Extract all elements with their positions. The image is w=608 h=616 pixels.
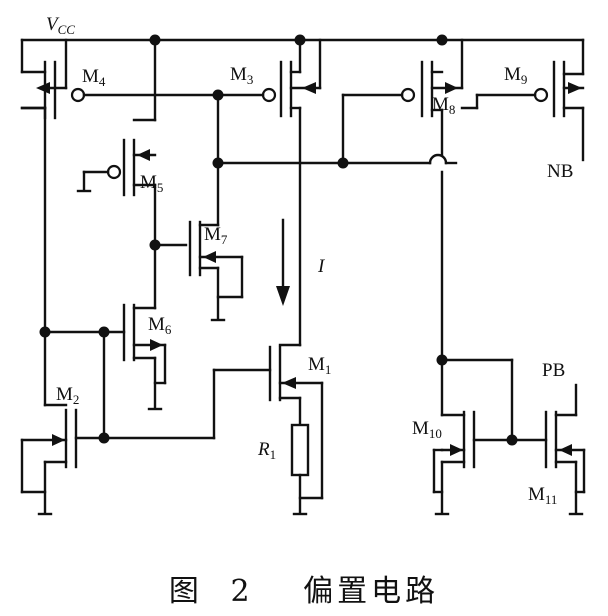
vcc-label: VCC <box>46 14 75 37</box>
transistor-m10 <box>432 410 548 516</box>
transistor-m7 <box>153 93 244 322</box>
m7-to-m8-wire <box>216 153 458 165</box>
caption-number: 2 <box>230 574 254 609</box>
figure-caption: 图 2 偏置电路 <box>0 566 608 610</box>
transistor-m6 <box>43 243 167 411</box>
m4-label: M4 <box>82 66 106 89</box>
left-column-wire <box>20 106 47 407</box>
junction-dots <box>39 34 518 446</box>
m9-label: M9 <box>504 64 527 87</box>
transistor-m2 <box>20 330 106 516</box>
transistor-m3 <box>261 38 322 118</box>
transistor-m8 <box>400 38 464 118</box>
transistor-m11 <box>544 383 586 516</box>
m1-label: M1 <box>308 354 331 377</box>
m11-label: M11 <box>528 484 557 507</box>
caption-prefix: 图 <box>168 574 203 609</box>
bias-circuit-schematic: VCC M4 M3 M8 <box>20 14 586 516</box>
transistor-m5 <box>76 38 157 247</box>
current-label: I <box>317 256 326 277</box>
m10-label: M10 <box>412 418 442 441</box>
m2-to-m1-gate-wire <box>102 368 272 440</box>
m2-label: M2 <box>56 384 79 407</box>
m8-label: M8 <box>432 94 455 117</box>
current-arrow <box>276 218 290 306</box>
m6-label: M6 <box>148 314 172 337</box>
resistor-r1 <box>290 423 310 514</box>
transistor-m4 <box>20 38 86 120</box>
right-column-wire <box>440 108 514 442</box>
pb-terminal-label: PB <box>542 360 565 381</box>
m5-label: M5 <box>140 172 163 195</box>
vcc-rail <box>20 38 585 76</box>
gate-bus-m8-m9 <box>341 93 537 165</box>
transistor-m1 <box>268 38 324 516</box>
caption-title: 偏置电路 <box>303 574 440 609</box>
transistor-m9 <box>533 60 585 162</box>
m7-label: M7 <box>204 224 228 247</box>
nb-terminal-label: NB <box>547 161 573 182</box>
r1-label: R1 <box>257 439 276 462</box>
m3-label: M3 <box>230 64 253 87</box>
